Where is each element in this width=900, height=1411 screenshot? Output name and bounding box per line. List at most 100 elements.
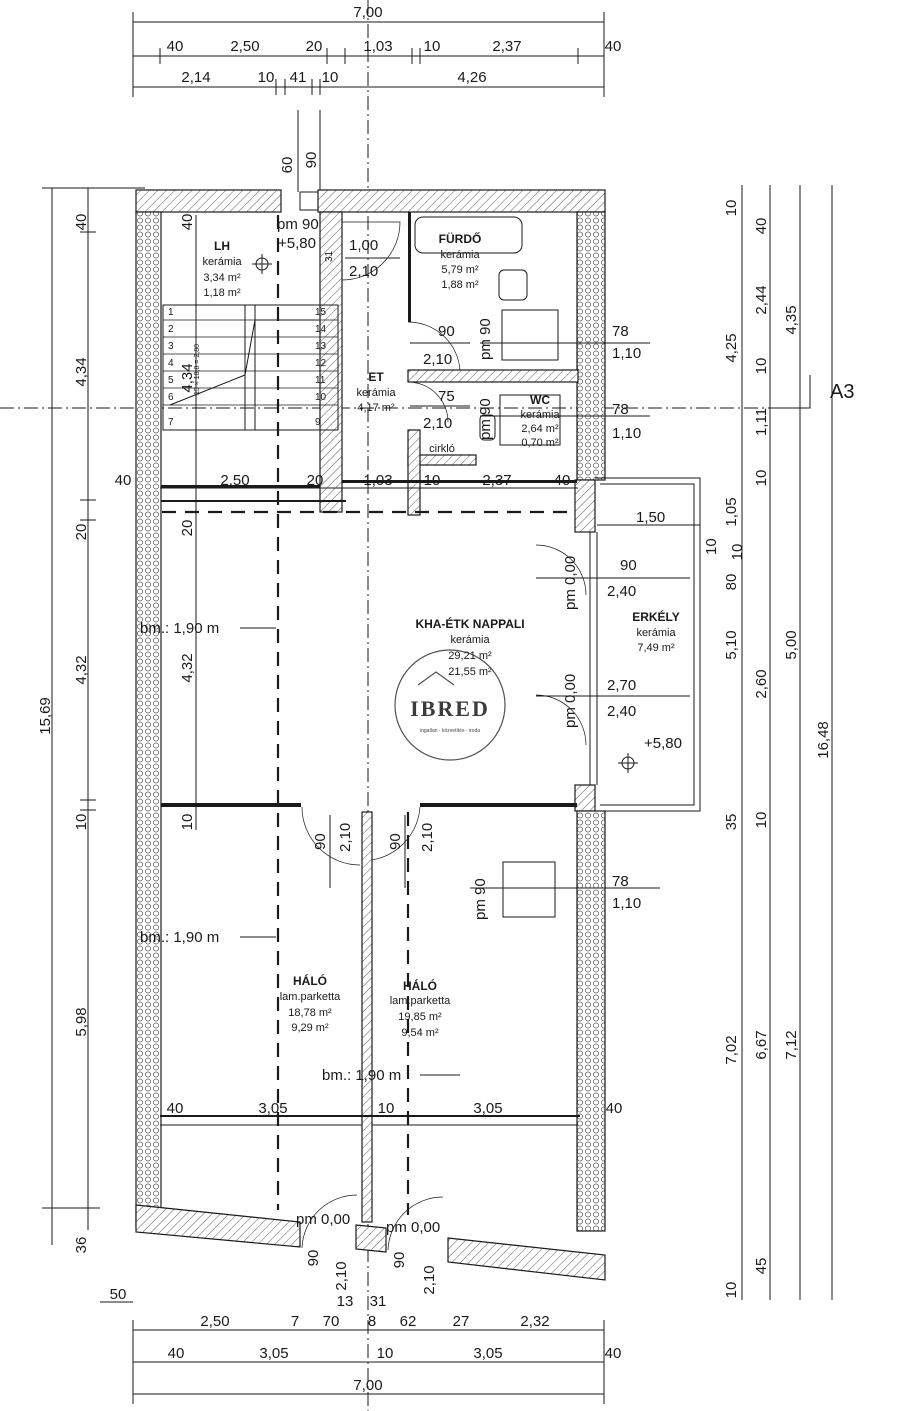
svg-text:0,70 m²: 0,70 m² xyxy=(521,437,559,449)
svg-text:bm.: 1,90 m: bm.: 1,90 m xyxy=(322,1067,401,1084)
svg-text:pm 0,00: pm 0,00 xyxy=(386,1219,440,1236)
svg-text:2,10: 2,10 xyxy=(349,263,378,280)
svg-text:15,69: 15,69 xyxy=(37,697,54,735)
svg-text:2,10: 2,10 xyxy=(419,823,436,852)
svg-text:10: 10 xyxy=(753,812,770,829)
svg-text:90: 90 xyxy=(391,1252,408,1269)
svg-text:kerámia: kerámia xyxy=(356,387,396,399)
svg-text:5,79 m²: 5,79 m² xyxy=(441,264,479,276)
svg-text:31: 31 xyxy=(370,1293,387,1310)
svg-text:40: 40 xyxy=(168,1345,185,1362)
walls xyxy=(135,189,606,1281)
svg-text:4,34: 4,34 xyxy=(179,363,196,392)
svg-text:36: 36 xyxy=(73,1237,90,1254)
balcony-outline xyxy=(589,477,701,812)
ibred-watermark-logo: IBRED ingatlan · közvetítés · iroda xyxy=(394,649,506,761)
svg-text:35: 35 xyxy=(723,814,740,831)
svg-text:6,67: 6,67 xyxy=(753,1030,770,1059)
room-name-cirklo: cirkló xyxy=(429,443,455,455)
room-name-furdo: FÜRDŐ xyxy=(439,231,482,246)
svg-text:3,05: 3,05 xyxy=(473,1100,502,1117)
svg-text:2,40: 2,40 xyxy=(607,583,636,600)
svg-text:3,34 m²: 3,34 m² xyxy=(203,272,241,284)
svg-text:62: 62 xyxy=(400,1313,417,1330)
svg-text:1,88 m²: 1,88 m² xyxy=(441,279,479,291)
svg-text:4: 4 xyxy=(168,358,174,369)
room-name-halo-1: HÁLÓ xyxy=(293,973,327,988)
svg-text:14: 14 xyxy=(315,324,327,335)
svg-text:kerámia: kerámia xyxy=(520,409,560,421)
top-dim-2: 2,50 xyxy=(230,38,259,55)
svg-text:45: 45 xyxy=(753,1258,770,1275)
svg-text:2,10: 2,10 xyxy=(337,823,354,852)
svg-text:5,10: 5,10 xyxy=(723,630,740,659)
svg-text:4,17 m²: 4,17 m² xyxy=(357,402,395,414)
svg-text:20: 20 xyxy=(307,472,324,489)
svg-text:10: 10 xyxy=(703,538,720,555)
svg-text:pm 90: pm 90 xyxy=(477,318,494,360)
interior-dimensions: 40 2,50 20 1,03 10 2,37 40 1,00 2,10 90 … xyxy=(115,237,720,1236)
room-name-lh: LH xyxy=(214,239,230,253)
svg-text:90: 90 xyxy=(438,323,455,340)
svg-text:10: 10 xyxy=(729,544,746,561)
svg-text:11: 11 xyxy=(315,375,326,386)
svg-text:75: 75 xyxy=(438,388,455,405)
top-dim-12: 4,26 xyxy=(457,69,486,86)
svg-text:IBRED: IBRED xyxy=(410,696,490,721)
svg-text:40: 40 xyxy=(605,1345,622,1362)
svg-text:2,70: 2,70 xyxy=(607,677,636,694)
svg-text:12: 12 xyxy=(315,358,327,369)
svg-text:9,29 m²: 9,29 m² xyxy=(291,1022,329,1034)
svg-text:90: 90 xyxy=(620,557,637,574)
svg-text:pm 0,00: pm 0,00 xyxy=(296,1211,350,1228)
svg-text:20: 20 xyxy=(179,520,196,537)
top-dim-5: 10 xyxy=(424,38,441,55)
bathtub-icon xyxy=(414,216,523,254)
roof-window-icon xyxy=(502,861,556,918)
svg-text:2,60: 2,60 xyxy=(753,669,770,698)
svg-text:27: 27 xyxy=(453,1313,470,1330)
svg-text:3,05: 3,05 xyxy=(473,1345,502,1362)
top-dim-9: 10 xyxy=(258,69,275,86)
room-name-et: ET xyxy=(368,370,384,384)
svg-text:kerámia: kerámia xyxy=(440,249,480,261)
svg-text:10: 10 xyxy=(179,814,196,831)
top-vert-dim-1: 60 xyxy=(279,157,296,174)
svg-text:8: 8 xyxy=(368,1313,376,1330)
svg-text:90: 90 xyxy=(387,833,404,850)
level-balcony: +5,80 xyxy=(644,735,682,752)
svg-text:5,98: 5,98 xyxy=(73,1007,90,1036)
svg-text:13: 13 xyxy=(337,1293,354,1310)
svg-text:2,10: 2,10 xyxy=(423,351,452,368)
svg-text:40: 40 xyxy=(73,214,90,231)
svg-text:1,10: 1,10 xyxy=(612,345,641,362)
right-dimensions: 10 4,25 1,05 5,10 35 7,02 10 40 2,44 10 … xyxy=(723,185,833,1300)
svg-text:2,10: 2,10 xyxy=(333,1261,350,1290)
svg-text:10: 10 xyxy=(73,814,90,831)
top-dim-1: 40 xyxy=(167,38,184,55)
svg-text:40: 40 xyxy=(115,472,132,489)
svg-text:3,05: 3,05 xyxy=(258,1100,287,1117)
staircase: 1 2 3 4 5 6 7 15 14 13 12 11 10 9 15 × 1… xyxy=(162,304,339,431)
svg-text:bm.: 1,90 m: bm.: 1,90 m xyxy=(140,620,219,637)
svg-text:2,50: 2,50 xyxy=(200,1313,229,1330)
svg-text:1,00: 1,00 xyxy=(349,237,378,254)
svg-text:2,32: 2,32 xyxy=(520,1313,549,1330)
svg-text:2: 2 xyxy=(168,324,174,335)
top-dim-8: 2,14 xyxy=(181,69,210,86)
svg-text:1,18 m²: 1,18 m² xyxy=(203,287,241,299)
svg-text:kerámia: kerámia xyxy=(636,627,676,639)
level-top: +5,80 xyxy=(278,235,316,252)
svg-text:10: 10 xyxy=(753,358,770,375)
svg-text:9,54 m²: 9,54 m² xyxy=(401,1027,439,1039)
svg-text:15 × 18,8 = 2,80: 15 × 18,8 = 2,80 xyxy=(194,344,201,395)
svg-text:ingatlan · közvetítés · iroda: ingatlan · közvetítés · iroda xyxy=(420,728,480,734)
svg-text:18,78 m²: 18,78 m² xyxy=(288,1007,332,1019)
svg-text:10: 10 xyxy=(723,1282,740,1299)
svg-text:2,64 m²: 2,64 m² xyxy=(521,423,559,435)
svg-text:15: 15 xyxy=(315,307,327,318)
room-name-halo-2: HÁLÓ xyxy=(403,978,437,993)
room-name-wc: WC xyxy=(530,393,550,407)
